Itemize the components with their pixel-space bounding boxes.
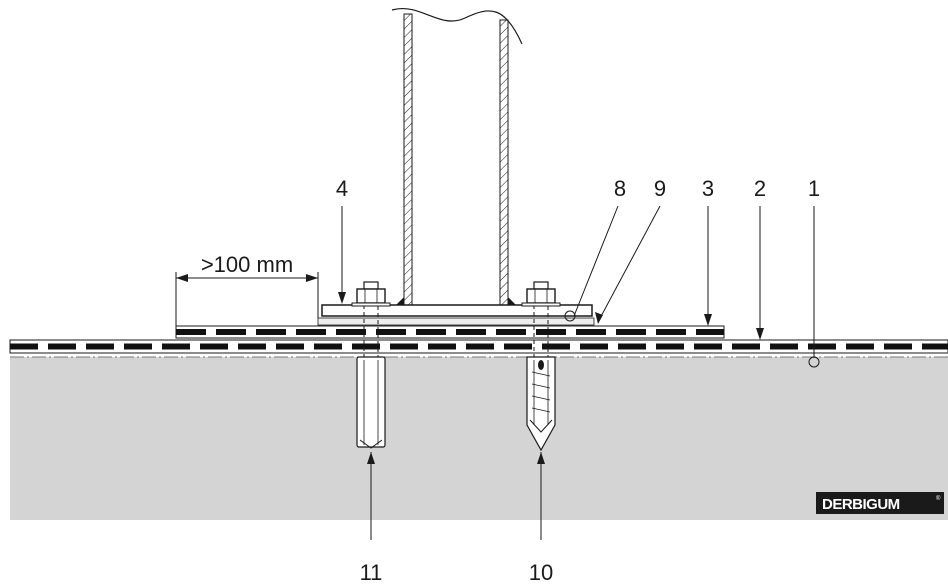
callout-11: 11 — [360, 560, 383, 585]
threaded-rod-anchor — [351, 281, 391, 449]
protective-layer — [317, 317, 595, 326]
overlap-dimension-label: >100 mm — [201, 252, 293, 277]
callout-10: 10 — [529, 560, 553, 585]
callout-2: 2 — [754, 176, 766, 201]
steel-post — [391, 8, 523, 306]
callout-8: 8 — [614, 176, 626, 201]
base-membrane-layer — [9, 339, 948, 354]
base-plate — [321, 304, 593, 317]
reinforcement-strip — [175, 325, 725, 339]
callout-3: 3 — [702, 176, 714, 201]
brand-registered-mark: ® — [936, 495, 941, 502]
weld-right — [508, 297, 516, 305]
callout-1: 1 — [808, 176, 820, 201]
post-break-line — [391, 8, 523, 45]
callout-4: 4 — [336, 176, 348, 201]
callout-9: 9 — [654, 176, 666, 201]
callout-leaders — [341, 205, 820, 540]
weld-left — [396, 297, 404, 305]
callout-arrowheads — [338, 292, 764, 464]
expansion-anchor — [521, 281, 561, 452]
brand-name: DERBIGUM — [822, 496, 900, 513]
concrete-substrate — [10, 357, 948, 520]
derbigum-logo: DERBIGUM ® — [816, 492, 944, 514]
overlap-dimension: >100 mm — [175, 252, 319, 326]
